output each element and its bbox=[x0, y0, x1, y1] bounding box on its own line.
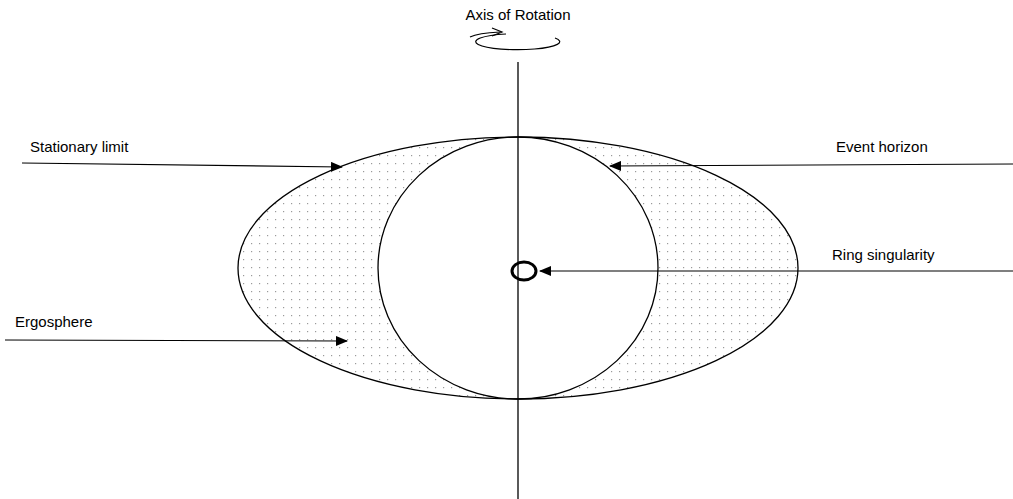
leader-line bbox=[5, 340, 347, 341]
part-label: Stationary limit bbox=[30, 138, 128, 156]
rotation-ellipse bbox=[476, 34, 560, 50]
leader-line bbox=[22, 163, 342, 167]
part-label: Event horizon bbox=[836, 138, 928, 156]
ring-singularity-symbol bbox=[512, 262, 536, 280]
rotation-arrow bbox=[492, 28, 502, 36]
leader-line bbox=[610, 164, 1013, 166]
part-label: Ring singularity bbox=[832, 246, 935, 264]
leader-line bbox=[540, 270, 1013, 271]
axis-label: Axis of Rotation bbox=[465, 6, 570, 24]
part-label: Ergosphere bbox=[15, 313, 93, 331]
